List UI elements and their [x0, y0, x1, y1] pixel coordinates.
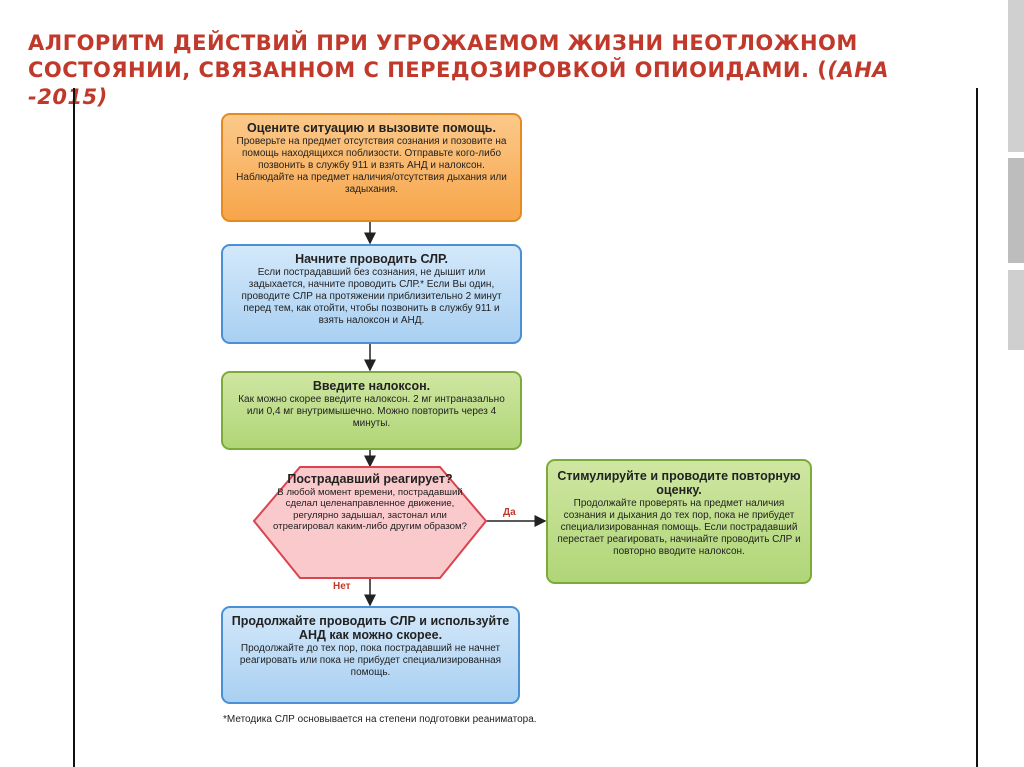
step-cpr-heading: Начните проводить СЛР. — [295, 252, 448, 266]
decorative-side-stripes — [1008, 0, 1024, 767]
label-yes: Да — [503, 507, 516, 518]
step-stimulate-heading: Стимулируйте и проводите повторную оценк… — [557, 469, 801, 497]
step-assess-text: Проверьте на предмет отсутствия сознания… — [236, 136, 507, 195]
step-decision-text: В любой момент времени, пострадавший сде… — [273, 486, 467, 533]
step-continue-heading: Продолжайте проводить СЛР и используйте … — [231, 614, 510, 642]
page-title: АЛГОРИТМ ДЕЙСТВИЙ ПРИ УГРОЖАЕМОМ ЖИЗНИ Н… — [28, 30, 948, 111]
page-title-main: АЛГОРИТМ ДЕЙСТВИЙ ПРИ УГРОЖАЕМОМ ЖИЗНИ Н… — [28, 31, 858, 82]
step-decision-heading: Пострадавший реагирует? — [287, 472, 453, 486]
step-naloxone-text: Как можно скорее введите налоксон. 2 мг … — [238, 394, 505, 429]
step-naloxone-heading: Введите налоксон. — [312, 379, 431, 393]
step-cpr-box: Начните проводить СЛР. Если пострадавший… — [221, 244, 522, 344]
page-title-source: (AHA -2015) — [28, 58, 890, 109]
step-continue-text: Продолжайте до тех пор, пока пострадавши… — [239, 643, 502, 678]
label-no: Нет — [333, 581, 351, 592]
step-assess-heading: Оцените ситуацию и вызовите помощь. — [247, 121, 496, 135]
frame-left-border — [73, 88, 75, 767]
step-assess-box: Оцените ситуацию и вызовите помощь. Пров… — [221, 113, 522, 222]
step-cpr-text: Если пострадавший без сознания, не дышит… — [241, 267, 502, 326]
decision-hexagon — [252, 466, 488, 579]
step-stimulate-box: Стимулируйте и проводите повторную оценк… — [546, 459, 812, 584]
step-decision: Пострадавший реагирует? В любой момент в… — [268, 472, 472, 533]
footnote: *Методика СЛР основывается на степени по… — [223, 714, 537, 725]
step-stimulate-text: Продолжайте проверять на предмет наличия… — [557, 498, 801, 557]
frame-right-border — [976, 88, 978, 767]
step-continue-box: Продолжайте проводить СЛР и используйте … — [221, 606, 520, 704]
step-naloxone-box: Введите налоксон. Как можно скорее введи… — [221, 371, 522, 450]
